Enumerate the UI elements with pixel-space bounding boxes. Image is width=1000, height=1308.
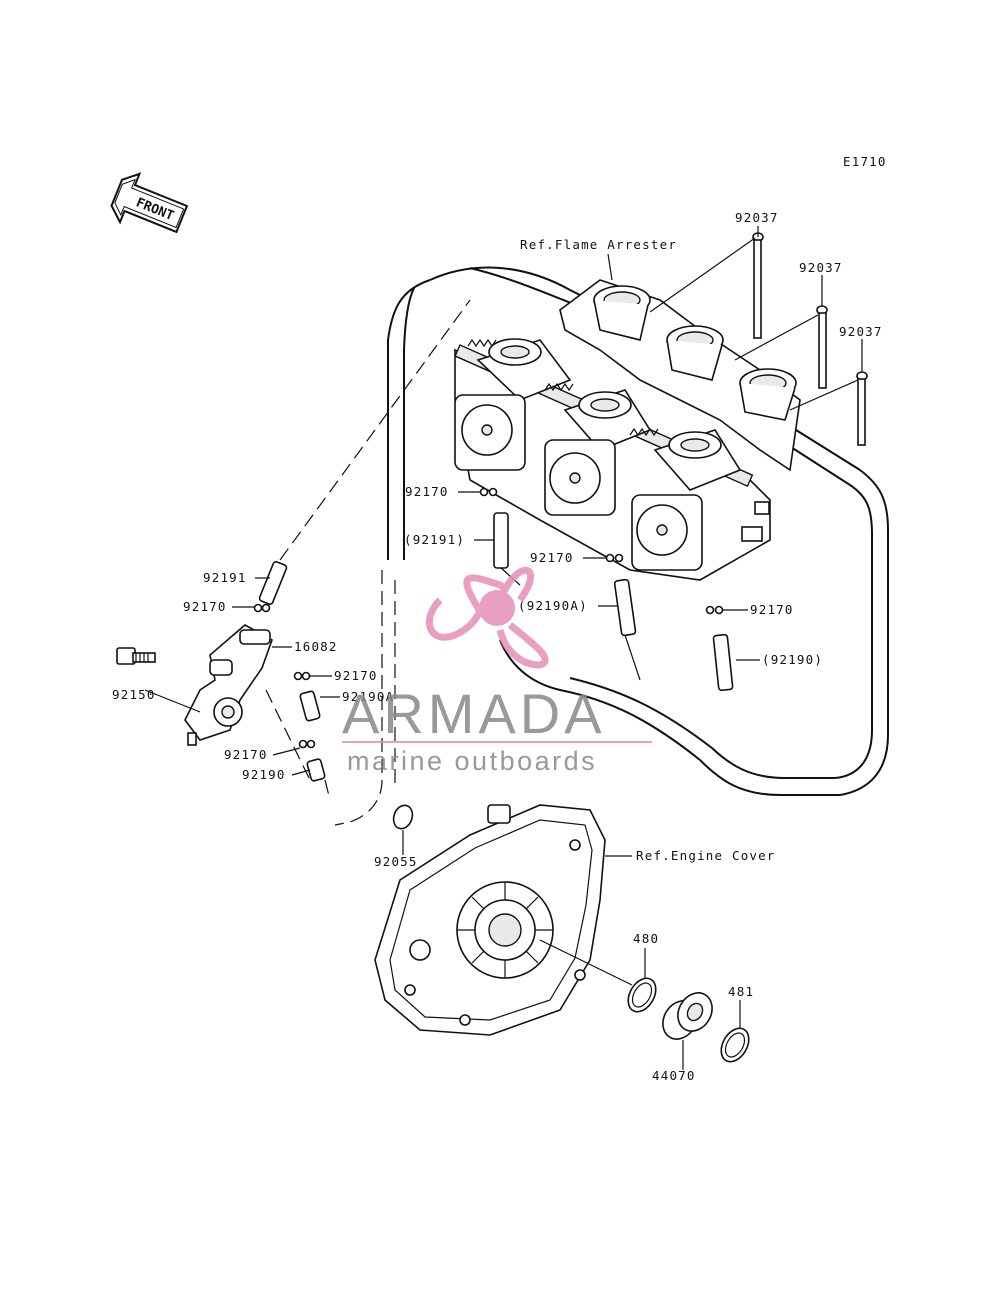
bearing-44070 xyxy=(662,992,713,1040)
part-label-92190: 92190 xyxy=(242,767,286,782)
part-label-92170: 92170 xyxy=(750,602,794,617)
clip-6 xyxy=(298,739,316,749)
diagram-code: E1710 xyxy=(843,154,887,169)
engine-cover xyxy=(374,804,606,1036)
part-label-92191: 92191 xyxy=(203,570,247,585)
part-label-92170: 92170 xyxy=(334,668,378,683)
part-label-481: 481 xyxy=(728,984,754,999)
watermark-brand: ARMADA xyxy=(342,682,606,745)
part-label-92055: 92055 xyxy=(374,854,418,869)
front-direction-arrow-icon: FRONT xyxy=(110,172,189,234)
clip-2 xyxy=(605,553,624,563)
part-label-480: 480 xyxy=(633,931,659,946)
part-label-92191: (92191) xyxy=(404,532,465,547)
water-hose-loop xyxy=(387,266,889,796)
watermark: ARMADA marine outboards xyxy=(342,566,652,776)
part-label-92150: 92150 xyxy=(112,687,156,702)
part-label-92170: 92170 xyxy=(183,599,227,614)
bolt-92150 xyxy=(116,647,156,665)
part-label-16082: 16082 xyxy=(294,639,338,654)
flame-arrester-flange xyxy=(559,279,801,472)
part-label-92170: 92170 xyxy=(224,747,268,762)
carburetor-assembly xyxy=(454,338,771,581)
fuel-hoses xyxy=(258,299,734,826)
leader-lines xyxy=(144,226,863,1070)
clip-3 xyxy=(705,605,724,615)
stud-bolt-2 xyxy=(816,305,828,389)
propeller-logo-icon xyxy=(425,566,549,669)
part-label-92190a: (92190A) xyxy=(518,598,588,613)
clip-5 xyxy=(293,671,311,681)
part-label-92170: 92170 xyxy=(405,484,449,499)
part-label-92170: 92170 xyxy=(530,550,574,565)
stud-bolts xyxy=(752,232,868,446)
circlip-481 xyxy=(720,1027,750,1063)
stud-bolt-1 xyxy=(752,232,764,339)
fuel-pump xyxy=(184,624,273,746)
ref-engine-cover-label: Ref.Engine Cover xyxy=(636,848,776,863)
ref-flame-arrester-label: Ref.Flame Arrester xyxy=(520,237,677,252)
part-label-44070: 44070 xyxy=(652,1068,696,1083)
part-label-92037: 92037 xyxy=(735,210,779,225)
stud-bolt-3 xyxy=(856,371,868,446)
seal-480 xyxy=(627,977,657,1013)
watermark-tagline: marine outboards xyxy=(347,746,597,776)
part-label-92190a: 92190A xyxy=(342,689,394,704)
clip-4 xyxy=(253,603,271,613)
part-label-92190: (92190) xyxy=(762,652,823,667)
clip-1 xyxy=(479,487,498,497)
part-label-92037: 92037 xyxy=(799,260,843,275)
hose-clips xyxy=(253,487,724,749)
o-ring-92055 xyxy=(392,804,414,830)
part-label-92037: 92037 xyxy=(839,324,883,339)
